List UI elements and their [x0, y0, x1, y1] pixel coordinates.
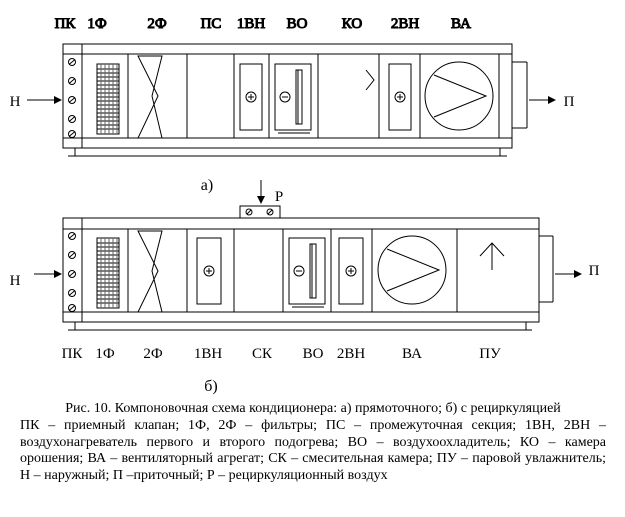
label-b-pk: ПК: [62, 346, 84, 362]
filter-2-b: [137, 230, 163, 313]
heater-1-b: [196, 237, 222, 305]
label-b-2f: 2Ф: [143, 346, 163, 362]
caption-title: Рис. 10. Компоновочная схема кондиционер…: [65, 401, 561, 416]
label-a-va: ВА: [451, 16, 471, 32]
label-a-ps: ПС: [201, 16, 222, 32]
spray-chamber-a: [365, 69, 375, 91]
casing-a: [62, 43, 513, 149]
label-b-va: ВА: [402, 346, 422, 362]
figure-caption: Рис. 10. Компоновочная схема кондиционер…: [20, 401, 606, 485]
label-b-sk: СК: [252, 346, 273, 362]
label-b-vo: ВО: [303, 346, 324, 362]
label-a-pk: ПК: [55, 16, 77, 32]
label-b-pu: ПУ: [479, 346, 501, 362]
humidifier-b: [479, 242, 505, 270]
scheme-b-caption: б): [204, 378, 217, 395]
fan-b: [377, 235, 447, 305]
inlet-label-b: Н: [10, 273, 21, 289]
cooler-b: [288, 237, 326, 305]
scheme-a-caption: а): [201, 177, 213, 194]
label-b-1vn: 1ВН: [194, 346, 223, 362]
label-a-1vn: 1ВН: [237, 16, 266, 32]
outlet-label-b: П: [589, 263, 600, 279]
scheme-b: Р: [10, 180, 600, 395]
recirc-label-b: Р: [275, 189, 283, 205]
label-a-2f: 2Ф: [147, 16, 167, 32]
heater-1-a: [239, 63, 263, 131]
heater-2-b: [338, 237, 364, 305]
cooler-a: [274, 63, 312, 131]
filter-1-b: [96, 237, 120, 309]
label-a-vo: ВО: [287, 16, 308, 32]
scheme-a: ПК 1Ф 2Ф ПС 1ВН ВО КО 2ВН ВА: [10, 16, 575, 195]
damper-b: [68, 232, 76, 312]
casing-b: [62, 217, 540, 323]
label-a-ko: КО: [342, 16, 363, 32]
filter-2-a: [137, 55, 163, 139]
inlet-label-a: Н: [10, 94, 21, 110]
caption-legend: ПК – приемный клапан; 1Ф, 2Ф – фильтры; …: [20, 417, 606, 484]
damper-a: [68, 58, 76, 138]
outlet-label-a: П: [564, 94, 575, 110]
label-b-1f: 1Ф: [95, 346, 115, 362]
filter-1-a: [96, 63, 120, 135]
air-conditioner-layout-diagram: ПК 1Ф 2Ф ПС 1ВН ВО КО 2ВН ВА: [10, 16, 600, 396]
fan-a: [424, 61, 494, 131]
label-a-1f: 1Ф: [87, 16, 107, 32]
label-b-2vn: 2ВН: [337, 346, 366, 362]
heater-2-a: [388, 63, 412, 131]
label-a-2vn: 2ВН: [391, 16, 420, 32]
